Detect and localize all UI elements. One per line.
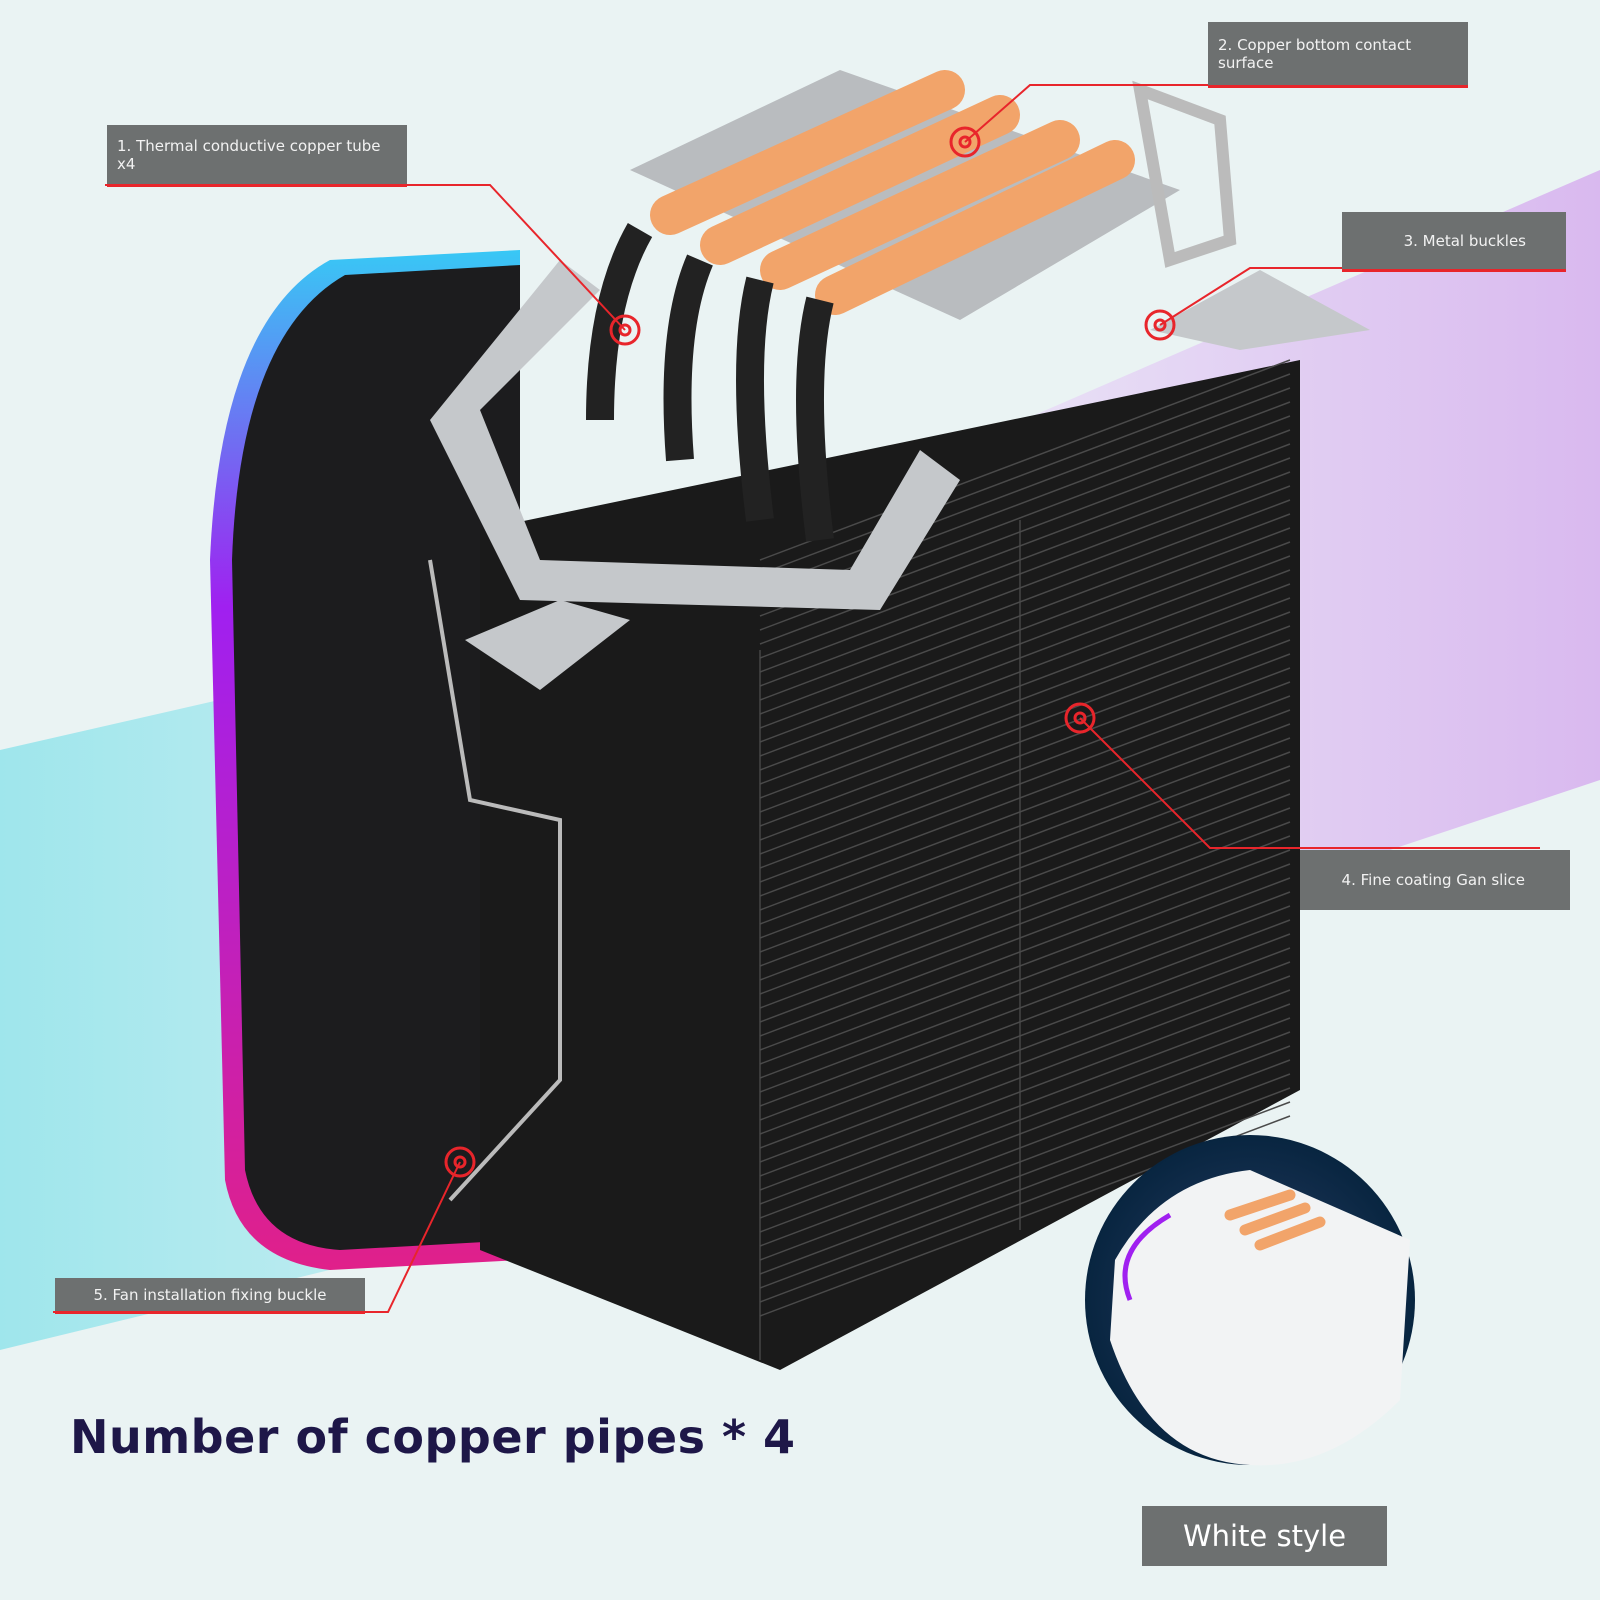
callout-text: 2. Copper bottom contact surface bbox=[1218, 35, 1412, 72]
fin-line bbox=[759, 401, 1291, 603]
headline: Number of copper pipes * 4 bbox=[70, 1410, 796, 1464]
fin-line bbox=[759, 807, 1291, 1009]
fin-line bbox=[759, 639, 1291, 841]
heatsink-fins bbox=[480, 360, 1300, 1370]
callout-thermal-tube: 1. Thermal conductive copper tube x4 bbox=[107, 125, 407, 187]
fin-line bbox=[759, 485, 1291, 687]
fin-line bbox=[759, 695, 1291, 897]
fin-line bbox=[759, 1017, 1291, 1219]
fin-line bbox=[759, 359, 1291, 561]
fin-line bbox=[759, 527, 1291, 729]
fin-line bbox=[759, 863, 1291, 1065]
callout-text: 4. Fine coating Gan slice bbox=[1341, 871, 1525, 889]
fin-line bbox=[759, 597, 1291, 799]
fin-line bbox=[759, 905, 1291, 1107]
fin-line bbox=[759, 975, 1291, 1177]
fin-line bbox=[759, 709, 1291, 911]
fin-line bbox=[759, 611, 1291, 813]
fin-line bbox=[759, 891, 1291, 1093]
fin-line bbox=[759, 457, 1291, 659]
fin-line bbox=[759, 1059, 1291, 1261]
fin-line bbox=[759, 793, 1291, 995]
fin-line bbox=[759, 821, 1291, 1023]
callout-text: 1. Thermal conductive copper tube x4 bbox=[117, 136, 381, 173]
fin-line bbox=[759, 653, 1291, 855]
fin-line bbox=[759, 513, 1291, 715]
fin-line bbox=[759, 835, 1291, 1037]
fin-line bbox=[759, 877, 1291, 1079]
fin-line bbox=[759, 1045, 1291, 1247]
fin-line bbox=[759, 1003, 1291, 1205]
fin-line bbox=[759, 373, 1291, 575]
fin-line bbox=[759, 1087, 1291, 1289]
fin-line bbox=[759, 1101, 1291, 1303]
fin-line bbox=[759, 541, 1291, 743]
fin-line bbox=[759, 933, 1291, 1135]
fin-line bbox=[759, 723, 1291, 925]
fin-line bbox=[759, 569, 1291, 771]
white-style-label: White style bbox=[1142, 1506, 1387, 1566]
fin-line bbox=[759, 471, 1291, 673]
fin-line bbox=[759, 849, 1291, 1051]
fin-line bbox=[759, 583, 1291, 785]
callout-text: 5. Fan installation fixing buckle bbox=[93, 1285, 327, 1304]
fin-line bbox=[759, 667, 1291, 869]
fan-frame bbox=[232, 265, 520, 1250]
fin-line bbox=[759, 947, 1291, 1149]
callout-fin-coating: 4. Fine coating Gan slice bbox=[1300, 850, 1570, 910]
fin-line bbox=[759, 387, 1291, 589]
callout-copper-bottom: 2. Copper bottom contact surface bbox=[1208, 22, 1468, 88]
fin-line bbox=[759, 919, 1291, 1121]
callout-fan-buckle: 5. Fan installation fixing buckle bbox=[55, 1278, 365, 1314]
fin-line bbox=[759, 499, 1291, 701]
fin-line bbox=[759, 961, 1291, 1163]
callout-metal-buckles: 3. Metal buckles bbox=[1342, 212, 1566, 272]
fin-line bbox=[759, 989, 1291, 1191]
fin-line bbox=[759, 443, 1291, 645]
fin-line bbox=[759, 765, 1291, 967]
fin-line bbox=[759, 681, 1291, 883]
fin-line bbox=[759, 555, 1291, 757]
fin-line bbox=[759, 625, 1291, 827]
fin-line bbox=[759, 1031, 1291, 1233]
callout-text: 3. Metal buckles bbox=[1403, 231, 1526, 250]
fin-line bbox=[759, 1073, 1291, 1275]
fin-line bbox=[759, 737, 1291, 939]
target-markers bbox=[444, 126, 1176, 1178]
fin-line bbox=[759, 751, 1291, 953]
fin-line bbox=[759, 779, 1291, 981]
